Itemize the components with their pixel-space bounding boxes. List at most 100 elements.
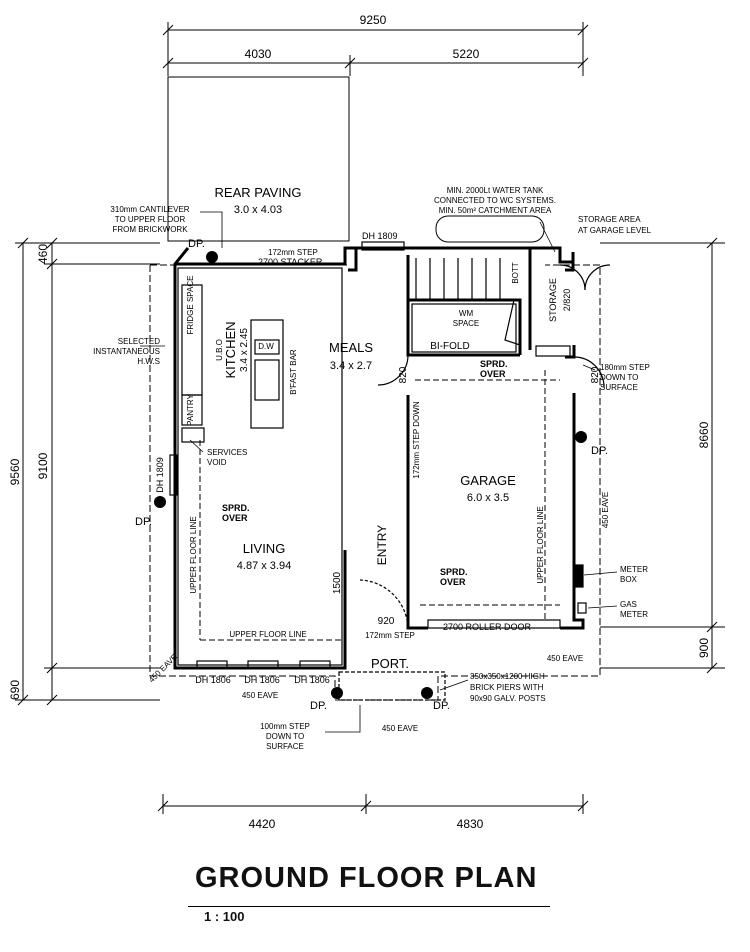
dh-1809-left: DH 1809 [155, 457, 165, 493]
services-void-1: SERVICES [207, 448, 247, 457]
dw-label: D.W [258, 342, 274, 351]
title-underline [188, 906, 550, 907]
storage-name: STORAGE [548, 278, 558, 322]
sprd-over-3b: OVER [440, 577, 466, 587]
eave-label-garage: 450 EAVE [547, 654, 583, 663]
storage-size: 2/820 [562, 289, 572, 312]
hws-note-2: INSTANTANEOUS [93, 347, 160, 356]
dh-1806-b: DH 1806 [244, 675, 280, 685]
storage-area-note-2: AT GARAGE LEVEL [578, 226, 652, 235]
gas-meter-note-1: GAS [620, 600, 637, 609]
wm-space-2: SPACE [453, 319, 480, 328]
dim-820-left: 820 [398, 366, 409, 383]
step-172-entry: 172mm STEP [365, 631, 415, 640]
eave-label-right: 450 EAVE [601, 492, 610, 528]
water-tank-note-2: CONNECTED TO WC SYSTEMS. [434, 196, 556, 205]
dim-overall-width: 9250 [360, 13, 387, 27]
port-name: PORT. [371, 656, 409, 671]
downpipe-icon [575, 431, 587, 443]
pantry-label: PANTRY [186, 393, 195, 425]
cantilever-note-3: FROM BRICKWORK [112, 225, 188, 234]
step-100-note-2: DOWN TO [266, 732, 304, 741]
cantilever-note-2: TO UPPER FLOOR [115, 215, 186, 224]
dim-top-right: 5220 [453, 47, 480, 61]
step-180-note-2: DOWN TO [600, 373, 638, 382]
ubo-label: U.B.O [215, 339, 224, 361]
rear-paving-size: 3.0 x 4.03 [234, 204, 282, 216]
dim-bottom-left: 4420 [249, 817, 276, 831]
dp-label: DP. [135, 516, 152, 528]
rear-paving-name: REAR PAVING [215, 185, 302, 200]
upper-floor-line-h: UPPER FLOOR LINE [229, 630, 306, 639]
dim-left-overall: 9560 [8, 458, 22, 485]
bott-label: BOTT [511, 262, 520, 283]
roller-door-label: 2700 ROLLER DOOR [443, 622, 532, 632]
meals-name: MEALS [329, 340, 373, 355]
external-walls [173, 246, 585, 670]
living-size: 4.87 x 3.94 [237, 560, 291, 572]
drawing-title: GROUND FLOOR PLAN [195, 862, 538, 894]
water-tank-note-1: MIN. 2000Lt WATER TANK [447, 186, 544, 195]
dp-label: DP. [188, 238, 205, 250]
dim-right-bottom: 900 [697, 638, 711, 658]
downpipe-icon [421, 687, 433, 699]
garage-size: 6.0 x 3.5 [467, 492, 509, 504]
step-172-down: 172mm STEP DOWN [412, 401, 421, 478]
step-180-note-1: 180mm STEP [600, 363, 650, 372]
step-100-note-3: SURFACE [266, 742, 304, 751]
dim-820-right: 820 [590, 366, 601, 383]
step-100-note-1: 100mm STEP [260, 722, 310, 731]
eave-label-porch: 450 EAVE [382, 724, 418, 733]
entry-name: ENTRY [375, 525, 389, 565]
dim-left-bottom: 690 [8, 680, 22, 700]
meter-box-note-1: METER [620, 565, 648, 574]
dim-920: 920 [378, 616, 395, 627]
hws-note-3: H.W.S [137, 357, 160, 366]
dim-1500: 1500 [332, 571, 343, 594]
storage-area-note-1: STORAGE AREA [578, 215, 641, 224]
water-tank-note-3: MIN. 50m² CATCHMENT AREA [439, 206, 552, 215]
meter-box-note-2: BOX [620, 575, 638, 584]
wm-space-1: WM [459, 309, 474, 318]
upper-floor-line-v1: UPPER FLOOR LINE [189, 516, 198, 593]
dh-1806-a: DH 1806 [195, 675, 231, 685]
upper-floor-line-v2: UPPER FLOOR LINE [536, 506, 545, 583]
dp-label: DP. [591, 445, 608, 457]
bifold-label: BI-FOLD [430, 341, 469, 352]
dp-label: DP. [310, 700, 327, 712]
dim-right-main: 8660 [697, 421, 711, 448]
eave-label-bottom: 450 EAVE [242, 691, 278, 700]
sprd-over-2a: SPRD. [222, 503, 250, 513]
bfast-bar-label: B'FAST BAR [289, 349, 298, 395]
step-172-top: 172mm STEP [268, 248, 318, 257]
dim-left-main: 9100 [36, 452, 50, 479]
downpipe-icon [154, 496, 166, 508]
downpipe-icon [206, 251, 218, 263]
sprd-over-1b: OVER [480, 369, 506, 379]
garage-name: GARAGE [460, 473, 516, 488]
dh-1806-c: DH 1806 [294, 675, 330, 685]
meals-size: 3.4 x 2.7 [330, 360, 372, 372]
rear-paving-outline [167, 76, 350, 242]
brick-piers-note-1: 350x350x1200 HIGH [470, 672, 545, 681]
hws-note-1: SELECTED [118, 337, 160, 346]
dp-label: DP. [433, 700, 450, 712]
services-void-2: VOID [207, 458, 227, 467]
drawing-scale: 1 : 100 [204, 909, 245, 924]
cantilever-note-1: 310mm CANTILEVER [110, 205, 189, 214]
sprd-over-1a: SPRD. [480, 359, 508, 369]
downpipe-icon [331, 687, 343, 699]
kitchen-size: 3.4 x 2.45 [239, 328, 250, 372]
dim-left-top: 460 [36, 244, 50, 264]
kitchen-name: KITCHEN [223, 321, 238, 378]
brick-piers-note-2: BRICK PIERS WITH [470, 683, 544, 692]
step-180-note-3: SURFACE [600, 383, 638, 392]
gas-meter-note-2: METER [620, 610, 648, 619]
dh-1809-top: DH 1809 [362, 231, 398, 241]
water-tank [435, 215, 545, 243]
stacker-label: 2700 STACKER [258, 257, 323, 267]
living-name: LIVING [243, 541, 286, 556]
brick-piers-note-3: 90x90 GALV. POSTS [470, 694, 546, 703]
fridge-space-label: FRIDGE SPACE [186, 276, 195, 335]
